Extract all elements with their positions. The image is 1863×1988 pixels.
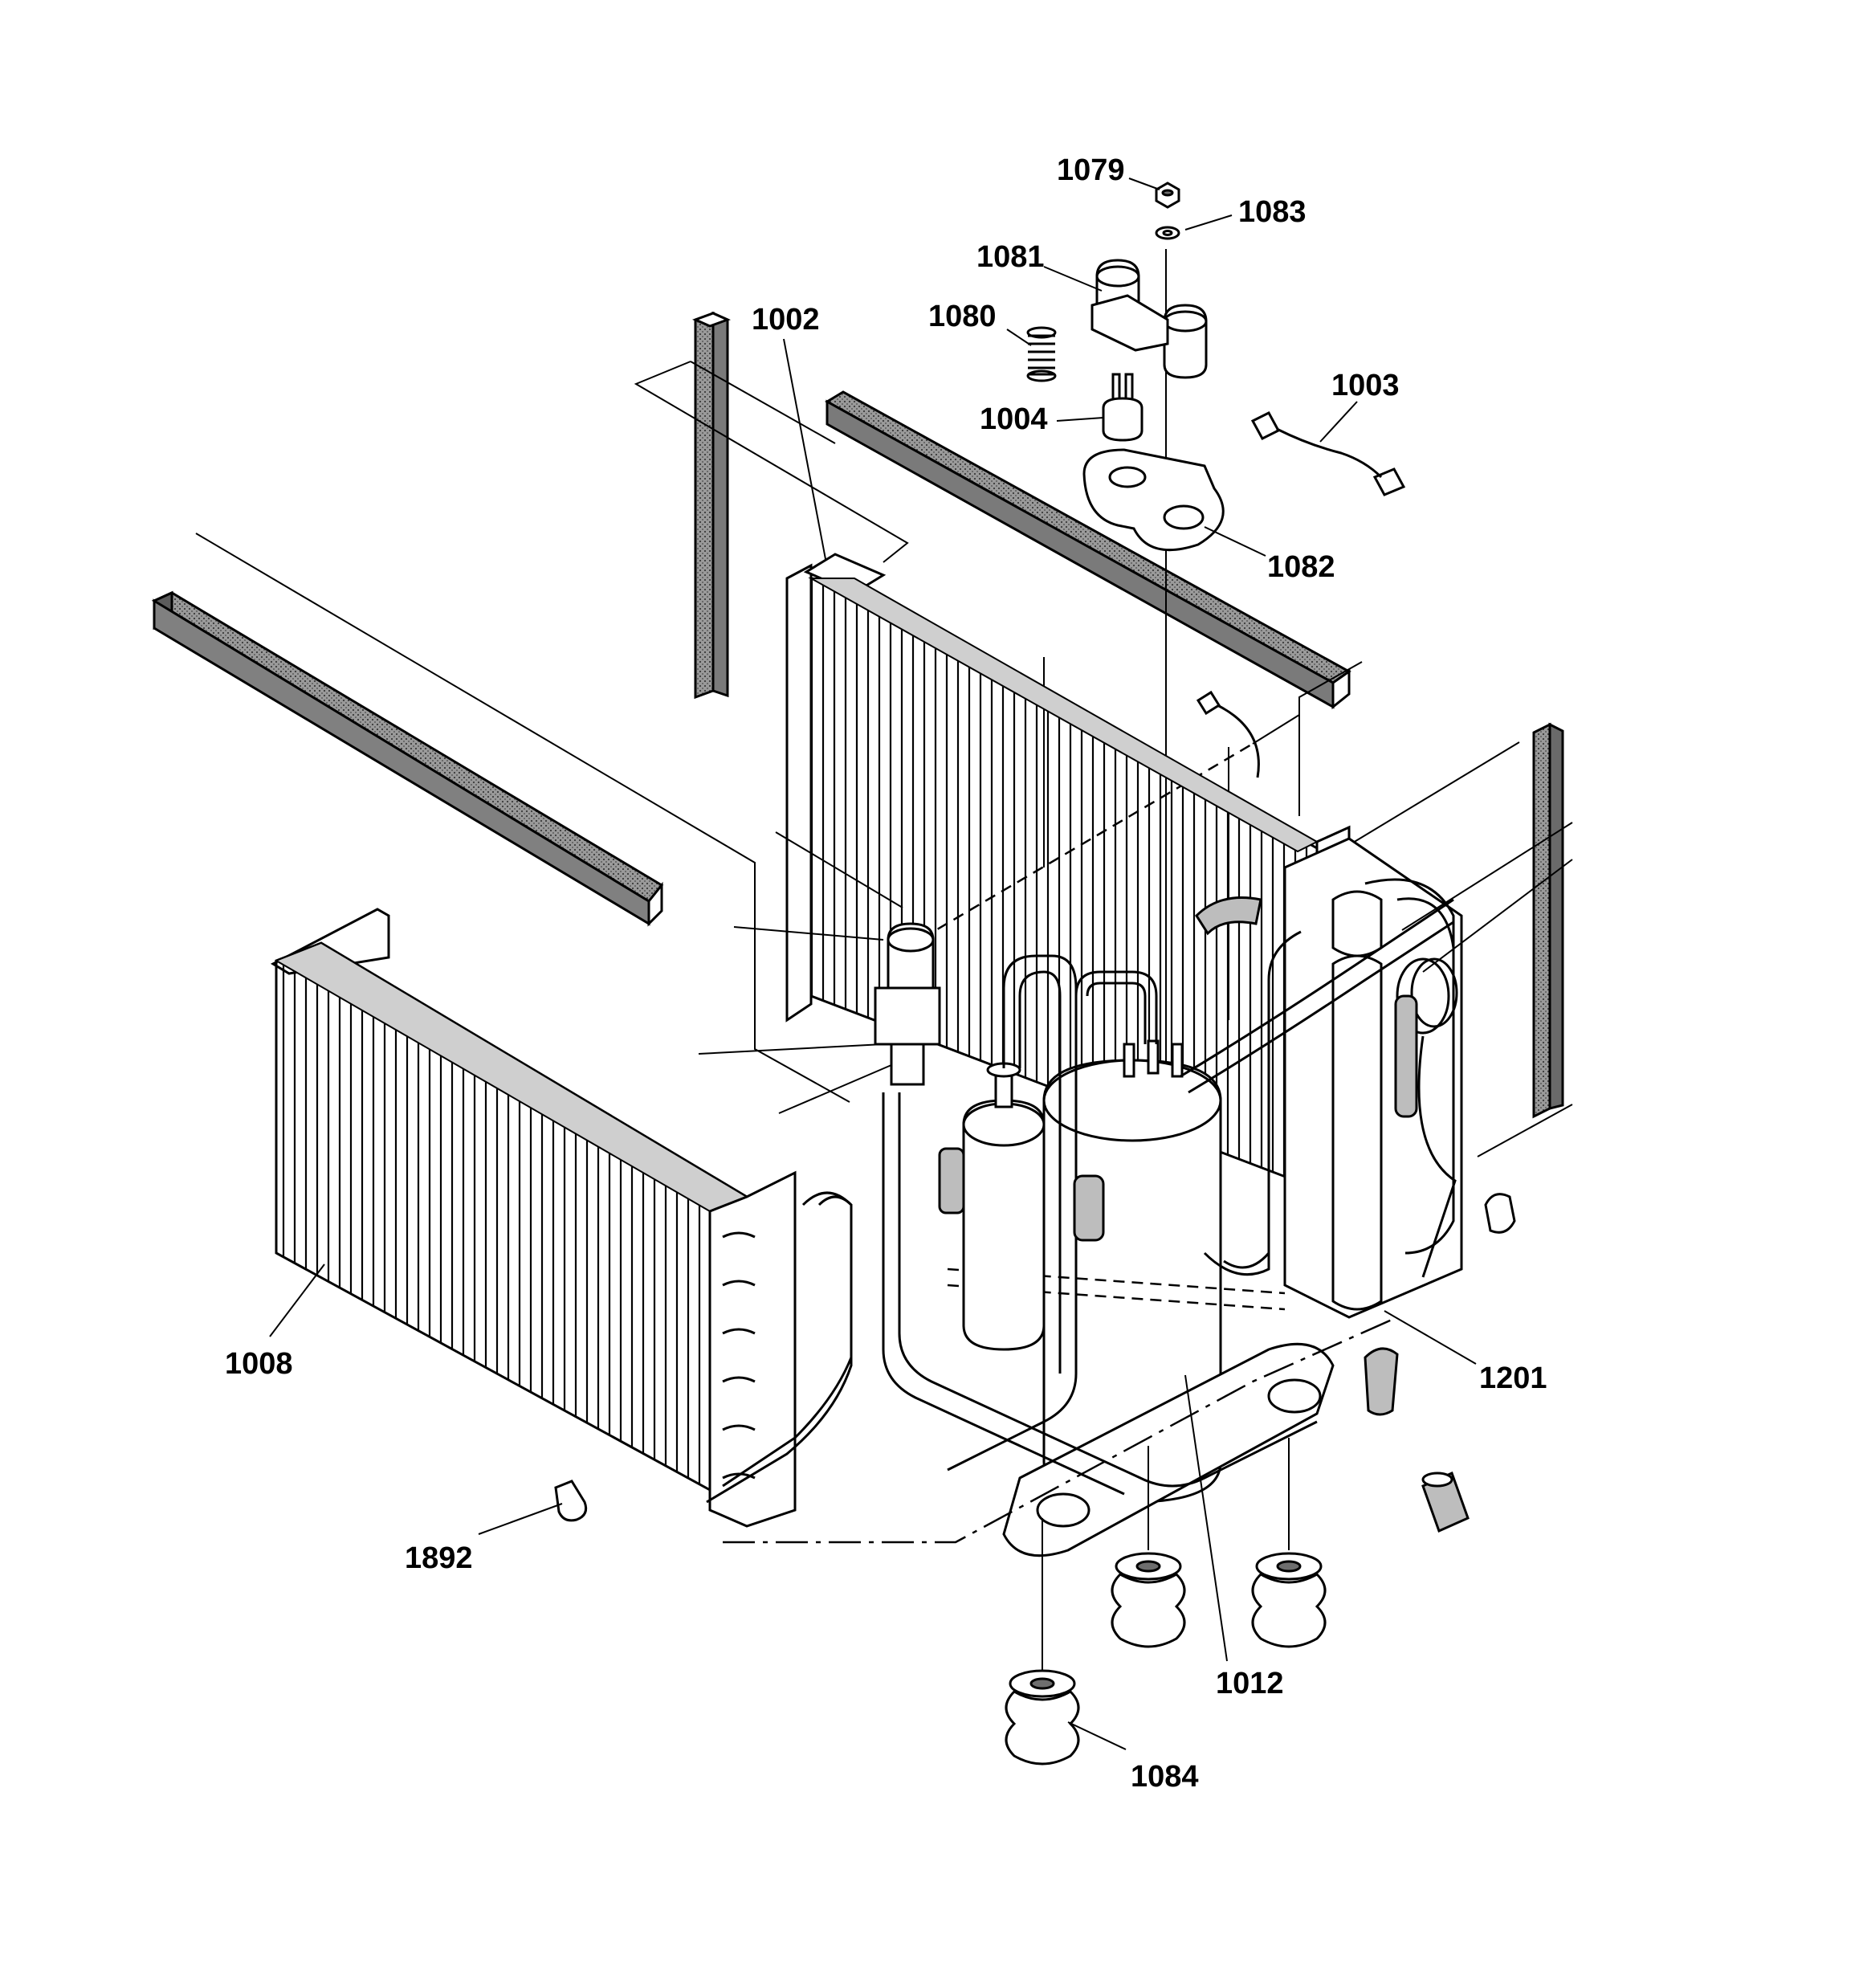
label-1003: 1003 [1331,369,1400,402]
protector-1004 [1102,373,1143,442]
label-1004: 1004 [980,402,1048,436]
mount-feet [1005,1438,1327,1766]
label-1008: 1008 [225,1347,293,1381]
accumulator [962,1062,1046,1351]
label-1079: 1079 [1057,153,1125,187]
reversing-valve [874,922,941,1086]
foam-strip-left-top [151,590,664,927]
bracket-1082 [1082,448,1225,552]
washer-1083 [1155,226,1180,240]
label-1002: 1002 [752,303,820,337]
sleeve-loose [1421,1471,1470,1533]
end-plate-right [1283,837,1463,1319]
label-1080: 1080 [928,300,997,333]
nut-1079 [1155,182,1180,209]
label-1892: 1892 [405,1541,473,1575]
foam-strip-vertical-right [1532,722,1564,1119]
foam-strip-right-top [825,390,1351,710]
callout-labels: 1079 1083 1081 1080 1002 1003 1004 1082 … [225,153,1547,1794]
connector-small [1196,690,1260,778]
compressor [947,1039,1335,1557]
spring-1080 [1026,326,1057,382]
overload-cover-1081 [1090,259,1208,379]
callout-leaders [269,178,1573,1750]
label-1083: 1083 [1238,195,1307,229]
assembly-line [723,1316,1398,1544]
clamp-right [1484,1193,1516,1234]
label-1082: 1082 [1267,550,1335,584]
label-1012: 1012 [1216,1667,1284,1700]
wire-harness-1003 [1250,411,1406,496]
label-1084: 1084 [1131,1760,1199,1794]
capillary-coil [1394,957,1458,1278]
condenser-coil-left [270,908,853,1528]
insulation-sleeves [938,896,1399,1416]
clip-1892 [554,1480,588,1522]
label-1081: 1081 [976,240,1045,274]
foam-strip-vertical-left [691,311,732,700]
label-1201: 1201 [1479,1361,1547,1395]
